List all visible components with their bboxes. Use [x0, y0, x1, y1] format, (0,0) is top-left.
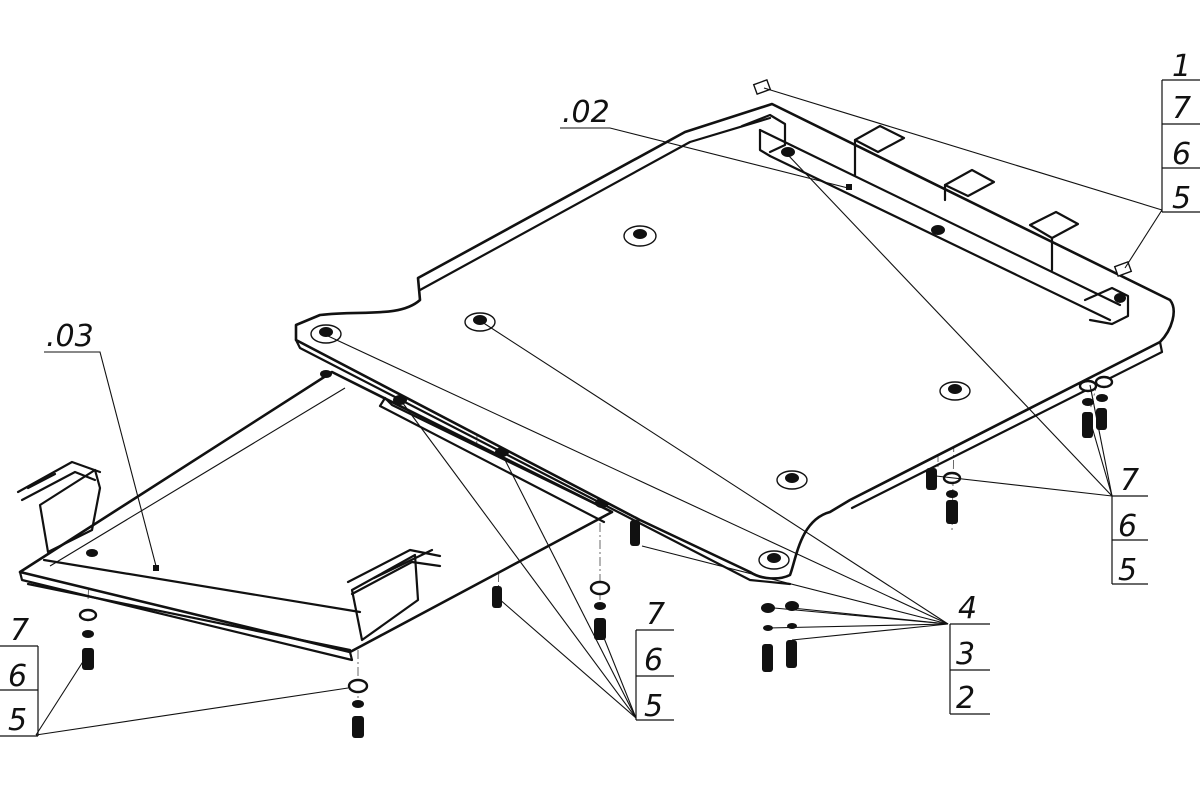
callout-stack-bottom-right: 4 3 2	[949, 591, 990, 716]
label-top-right-3: 6	[1172, 137, 1191, 172]
label-mid-right-2: 6	[1118, 509, 1137, 544]
label-part-03: .03	[46, 319, 94, 354]
fasteners	[78, 375, 1114, 738]
label-bottom-right-1: 4	[958, 591, 977, 626]
callout-stack-bottom-left: 7 6 5	[0, 613, 39, 738]
label-bottom-left-2: 6	[8, 659, 27, 694]
label-top-right-4: 5	[1172, 181, 1191, 216]
label-top-right-2: 7	[1172, 91, 1191, 126]
label-mid-right-1: 7	[1120, 463, 1139, 498]
callout-part-03: .03	[46, 319, 94, 354]
label-bottom-mid-1: 7	[646, 597, 665, 632]
callout-stack-bottom-mid: 7 6 5	[635, 597, 674, 724]
label-bottom-mid-2: 6	[644, 643, 663, 678]
label-part-02: .02	[562, 95, 610, 130]
label-bottom-left-3: 5	[8, 703, 27, 738]
callout-stack-top-right: 1 7 6 5	[1161, 49, 1200, 216]
callout-stack-mid-right: 7 6 5	[1111, 463, 1148, 588]
label-bottom-right-3: 2	[956, 681, 975, 716]
leader-lines	[35, 87, 1163, 736]
label-bottom-left-1: 7	[10, 613, 29, 648]
label-mid-right-3: 5	[1118, 553, 1137, 588]
label-top-right-1: 1	[1172, 49, 1191, 84]
upper-plate	[294, 79, 1175, 586]
lower-plate	[16, 370, 614, 662]
label-bottom-mid-3: 5	[644, 689, 663, 724]
callout-part-02: .02	[562, 95, 610, 130]
label-bottom-right-2: 3	[956, 637, 975, 672]
